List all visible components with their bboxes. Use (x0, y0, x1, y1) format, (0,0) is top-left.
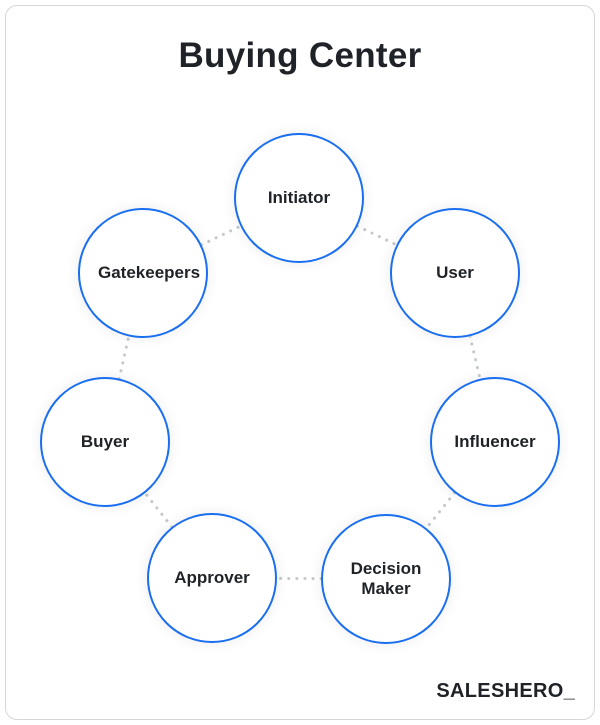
role-label: Initiator (267, 188, 331, 207)
diagram-title: Buying Center (178, 36, 422, 75)
brand-logo: SALESHERO_ (436, 680, 575, 702)
role-node-buyer: Buyer (40, 377, 170, 507)
role-label: Decision Maker (350, 559, 422, 598)
role-label: Buyer (80, 432, 130, 451)
role-label: Gatekeepers (98, 263, 201, 282)
role-node-initiator: Initiator (234, 133, 364, 263)
diagram-card (5, 5, 595, 720)
role-label: User (436, 263, 474, 282)
role-label: Influencer (454, 432, 536, 451)
role-label: Approver (174, 568, 250, 587)
role-node-user: User (390, 208, 520, 338)
role-node-gatekeepers: Gatekeepers (78, 208, 208, 338)
role-node-decision-maker: Decision Maker (321, 514, 451, 644)
role-node-approver: Approver (147, 513, 277, 643)
role-node-influencer: Influencer (430, 377, 560, 507)
